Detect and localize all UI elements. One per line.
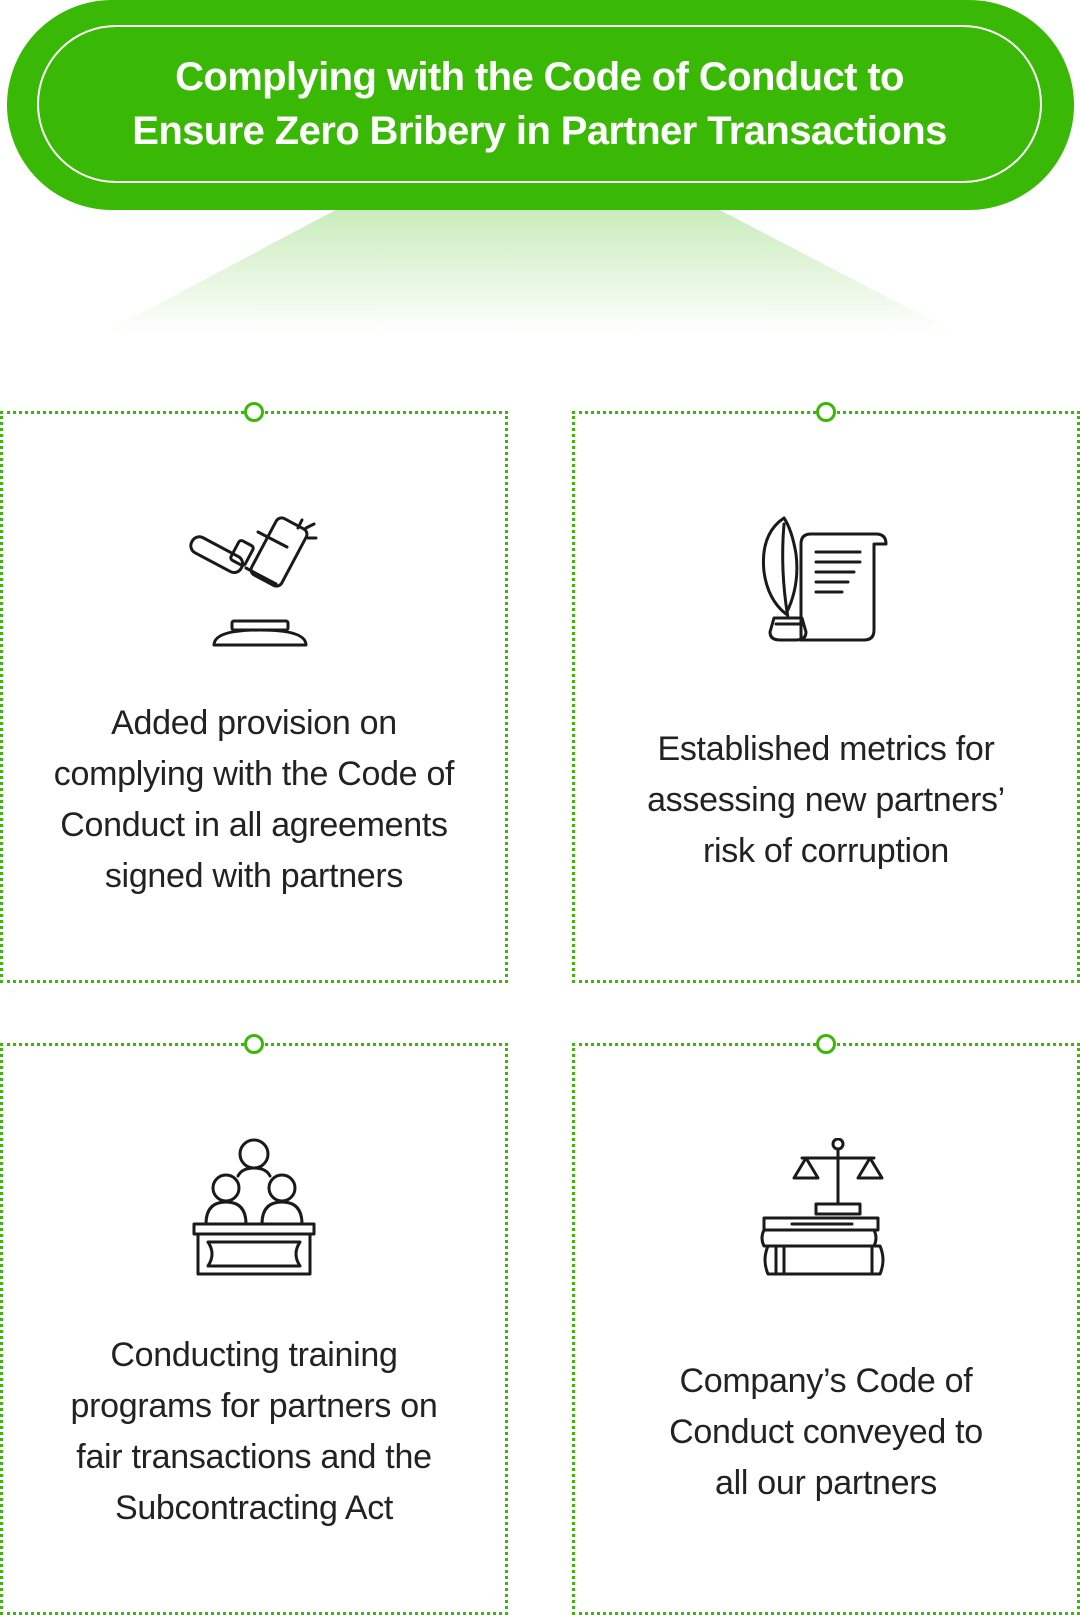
card-text: Company’s Code of Conduct conveyed to al… [595, 1356, 1057, 1509]
card-text-line: programs for partners on [70, 1387, 438, 1425]
card-text-line: risk of corruption [703, 832, 949, 870]
card-connector-dot [244, 402, 264, 422]
card-text-line: complying with the Code of [53, 755, 455, 793]
training-audience-icon [184, 1138, 324, 1278]
card-text-line: Conducting training [110, 1336, 398, 1374]
gavel-icon [184, 514, 324, 654]
card-text-line: Conduct in all agreements [60, 806, 448, 844]
card-risk-metrics: Established metrics for assessing new pa… [572, 402, 1080, 983]
card-text-line: all our partners [715, 1464, 937, 1502]
card-text-line: Established metrics for [657, 730, 995, 768]
header-title-line-2: Ensure Zero Bribery in Partner Transacti… [132, 109, 947, 153]
card-text-line: Company’s Code of [679, 1362, 973, 1400]
card-training-programs: Conducting training programs for partner… [0, 1034, 508, 1615]
quill-scroll-icon [756, 514, 896, 654]
card-text-line: assessing new partners’ [647, 781, 1005, 819]
card-connector-dot [816, 402, 836, 422]
header-title-line-1: Complying with the Code of Conduct to [175, 55, 904, 99]
card-text-line: fair transactions and the [76, 1438, 432, 1476]
header-inner-border: Complying with the Code of Conduct to En… [37, 25, 1042, 183]
header-banner: Complying with the Code of Conduct to En… [7, 0, 1074, 210]
card-text-line: Subcontracting Act [114, 1489, 394, 1527]
card-text: Established metrics for assessing new pa… [595, 724, 1057, 877]
card-text: Added provision on complying with the Co… [23, 698, 485, 902]
card-text-line: signed with partners [104, 857, 404, 895]
card-code-conveyed: Company’s Code of Conduct conveyed to al… [572, 1034, 1080, 1615]
card-text-line: Added provision on [111, 704, 397, 742]
light-beam [100, 205, 960, 335]
card-connector-dot [816, 1034, 836, 1054]
card-text: Conducting training programs for partner… [23, 1330, 485, 1534]
card-text-line: Conduct conveyed to [669, 1413, 983, 1451]
card-connector-dot [244, 1034, 264, 1054]
card-contract-provision: Added provision on complying with the Co… [0, 402, 508, 983]
scales-books-icon [756, 1138, 896, 1278]
